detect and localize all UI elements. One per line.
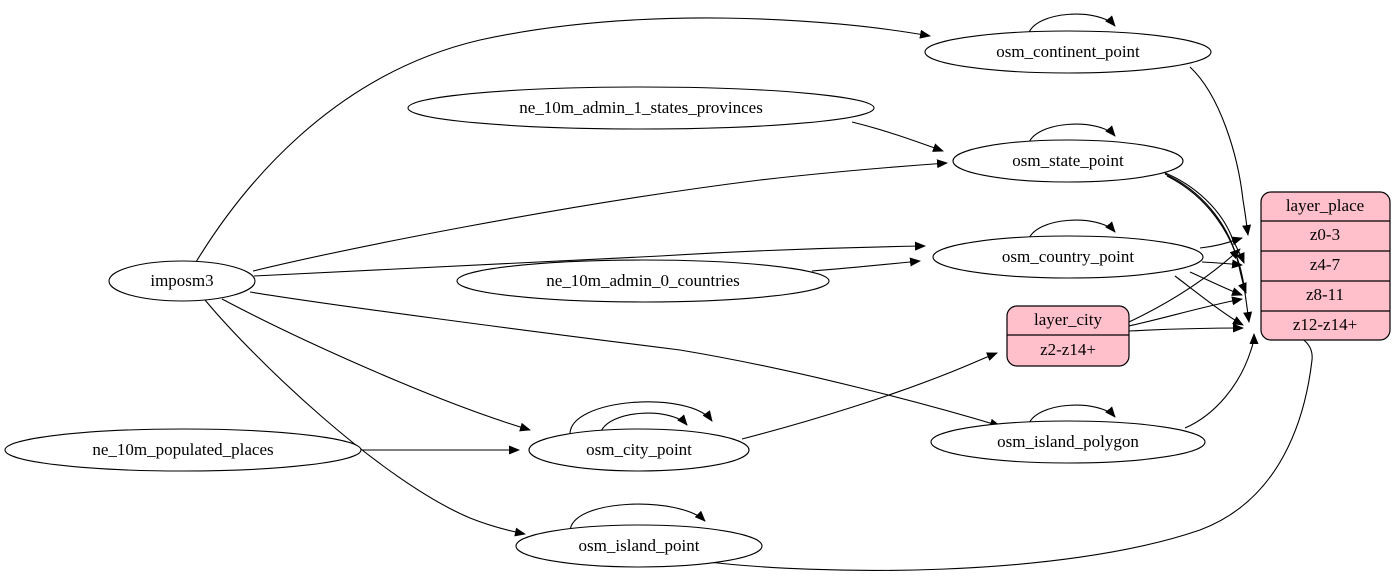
node-label-ne-populated: ne_10m_populated_places [92,440,273,459]
edge-osm-state-point-to-layer-place-z8-11 [1164,173,1247,294]
node-label-imposm3: imposm3 [150,271,213,290]
edge-osm-city-point-self-loop-outer [569,401,713,436]
node-osm-continent-point[interactable]: osm_continent_point [924,30,1212,74]
node-label-osm-island-point: osm_island_point [579,536,700,555]
edge-osm-country-point-to-layer-place-z4-7 [1201,259,1243,269]
edge-osm-island-point-self-loop [569,503,706,533]
node-ne-10m-populated-places[interactable]: ne_10m_populated_places [4,428,362,472]
edge-ne-countries-to-osm-country-point [811,257,921,272]
layer-place-row-z0-3[interactable]: z0-3 [1310,225,1340,244]
node-osm-state-point[interactable]: osm_state_point [952,139,1184,183]
edge-imposm3-to-osm-island-point [204,299,526,537]
edge-osm-island-point-to-layer-place-z12-z14 [699,327,1313,571]
edge-layer-city-to-layer-place-z0-3 [1128,248,1241,323]
node-osm-country-point[interactable]: osm_country_point [932,235,1204,279]
edge-osm-state-point-self-loop [1027,123,1116,146]
edge-ne-states-to-osm-state-point [851,121,944,152]
edge-imposm3-to-osm-continent-point [195,17,931,263]
node-label-osm-city-point: osm_city_point [586,440,692,459]
edge-layer-city-to-layer-place-z8-11 [1128,296,1243,327]
edge-imposm3-to-osm-state-point [252,159,948,272]
edge-osm-state-point-to-layer-place-z4-7 [1162,171,1245,264]
node-osm-city-point[interactable]: osm_city_point [528,428,750,472]
layer-city-row-z2-z14[interactable]: z2-z14+ [1040,340,1096,359]
node-label-ne-countries: ne_10m_admin_0_countries [546,271,740,290]
edge-osm-continent-point-self-loop [1027,13,1116,36]
layer-city-body[interactable] [1006,305,1130,367]
edge-layer [195,13,1313,571]
edge-osm-country-point-to-layer-place-z0-3 [1199,236,1243,249]
layer-place-title: layer_place [1286,196,1364,215]
edge-layer-city-to-layer-place-z12-z14 [1128,323,1244,333]
node-label-osm-state-point: osm_state_point [1012,151,1124,170]
node-osm-island-point[interactable]: osm_island_point [515,524,763,568]
node-imposm3[interactable]: imposm3 [108,260,256,302]
edge-imposm3-to-osm-city-point [221,298,531,432]
edge-osm-city-point-self-loop-inner [599,412,688,435]
edge-osm-country-point-to-layer-place-z8-11 [1189,271,1243,296]
node-label-ne-states: ne_10m_admin_1_states_provinces [519,98,763,117]
node-osm-island-polygon[interactable]: osm_island_polygon [930,420,1206,464]
edge-osm-country-point-to-layer-place-z12-z14 [1174,275,1244,326]
node-ne-10m-admin-0-countries[interactable]: ne_10m_admin_0_countries [456,259,830,303]
edge-imposm3-to-osm-island-polygon [249,291,1001,428]
layer-city-title: layer_city [1034,310,1102,329]
layer-place-row-z4-7[interactable]: z4-7 [1310,255,1341,274]
layer-place-body[interactable] [1260,191,1391,341]
layer-place-row-z8-11[interactable]: z8-11 [1306,285,1344,304]
edge-osm-island-polygon-self-loop [1027,404,1116,427]
layer-place-row-z12-z14[interactable]: z12-z14+ [1293,315,1357,334]
edge-osm-island-polygon-to-layer-place-z12-z14 [1184,333,1259,429]
node-label-osm-continent-point: osm_continent_point [996,42,1140,61]
node-ne-10m-admin-1-states-provinces[interactable]: ne_10m_admin_1_states_provinces [407,86,875,130]
record-node-layer-city[interactable]: layer_city z2-z14+ [1006,305,1130,367]
record-layer: layer_city z2-z14+ layer_place z0-3 z4-7… [1006,191,1391,367]
edge-osm-continent-point-to-layer-place-z0-3 [1189,66,1252,236]
edge-osm-country-point-self-loop [1027,219,1116,242]
record-node-layer-place[interactable]: layer_place z0-3 z4-7 z8-11 z12-z14+ [1260,191,1391,341]
node-label-osm-country-point: osm_country_point [1002,247,1134,266]
edge-imposm3-to-osm-country-point [253,241,926,277]
edge-osm-city-point-to-layer-city-z2-z14 [741,352,998,440]
node-label-osm-island-polygon: osm_island_polygon [997,432,1139,451]
node-layer: imposm3 ne_10m_admin_1_states_provinces … [4,30,1212,568]
